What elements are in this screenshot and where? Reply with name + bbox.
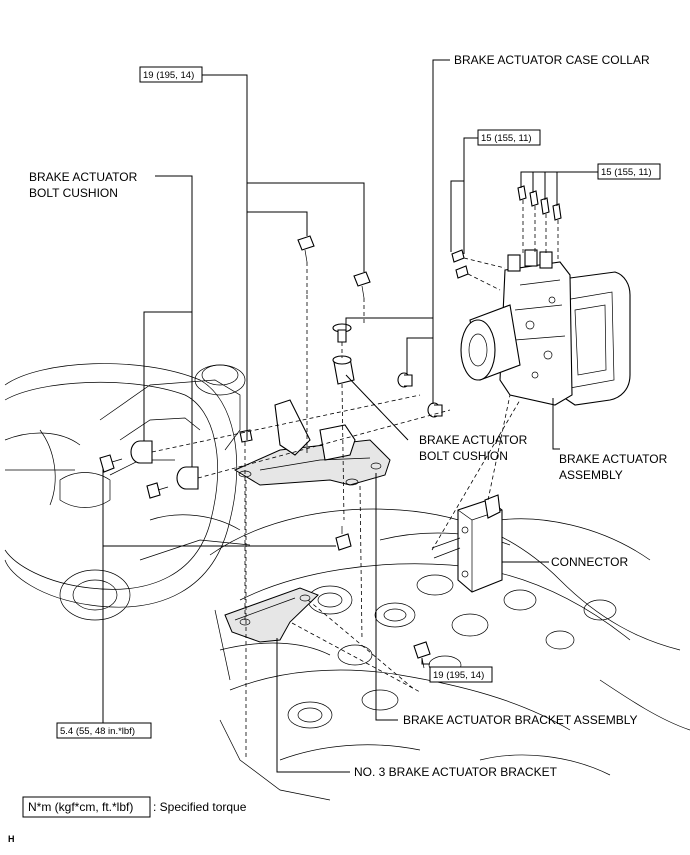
bolt-bracket-left [239, 429, 253, 443]
bolt-lower-center [335, 526, 352, 551]
case-collar-top [332, 323, 352, 343]
label-bolt-cushion-left-line1: BRAKE ACTUATOR [29, 170, 138, 184]
bolt-cushion-left-upper [130, 440, 153, 464]
label-bracket-assembly: BRAKE ACTUATOR BRACKET ASSEMBLY [403, 713, 638, 727]
bolt-top-left [297, 235, 315, 263]
bolt-lower-right [413, 641, 431, 669]
label-no3-bracket: NO. 3 BRAKE ACTUATOR BRACKET [354, 765, 558, 779]
torque-value: 5.4 (55, 48 in.*lbf) [60, 726, 135, 737]
bolts-upper-right-cluster [517, 185, 562, 221]
label-connector: CONNECTOR [551, 555, 628, 569]
bolt-left-1 [99, 454, 123, 473]
legend-unit-box: N*m (kgf*cm, ft.*lbf) [28, 800, 133, 814]
torque-box-upper-right-2: 15 (155, 11) [597, 163, 661, 180]
bolt-left-2 [146, 482, 169, 499]
torque-value: 19 (195, 14) [143, 70, 194, 81]
connector-part [431, 494, 503, 593]
case-collar-right [427, 402, 443, 418]
legend-description: : Specified torque [153, 800, 247, 814]
torque-value: 15 (155, 11) [481, 133, 532, 144]
torque-value: 19 (195, 14) [433, 670, 484, 681]
bracket-assembly-part [233, 399, 391, 486]
bolt-top-right [353, 271, 371, 299]
engine-background-artwork [4, 363, 690, 801]
torque-box-upper-right-1: 15 (155, 11) [477, 129, 541, 146]
label-case-collar: BRAKE ACTUATOR CASE COLLAR [454, 53, 650, 67]
torque-box-lower-right: 19 (195, 14) [429, 666, 493, 683]
brake-actuator-assembly [460, 249, 631, 406]
corner-mark: H [8, 834, 15, 844]
label-bolt-cushion-left-line2: BOLT CUSHION [29, 186, 118, 200]
no3-bracket-part [224, 587, 319, 643]
label-actuator-assembly-line2: ASSEMBLY [559, 468, 623, 482]
leader-lines [102, 59, 598, 773]
torque-box-lower-left: 5.4 (55, 48 in.*lbf) [56, 722, 152, 739]
label-actuator-assembly-line1: BRAKE ACTUATOR [559, 452, 668, 466]
bolt-cushion-left-lower [176, 466, 199, 490]
torque-value: 15 (155, 11) [601, 167, 652, 178]
bolts-upper-mid-cluster [451, 249, 469, 279]
assembly-dashed-lines [151, 200, 559, 760]
case-collar-left [397, 372, 413, 388]
label-bolt-cushion-center-line2: BOLT CUSHION [419, 449, 508, 463]
label-bolt-cushion-center-line1: BRAKE ACTUATOR [419, 433, 528, 447]
torque-legend: N*m (kgf*cm, ft.*lbf) : Specified torque [22, 796, 247, 818]
torque-box-top-left: 19 (195, 14) [139, 66, 203, 83]
